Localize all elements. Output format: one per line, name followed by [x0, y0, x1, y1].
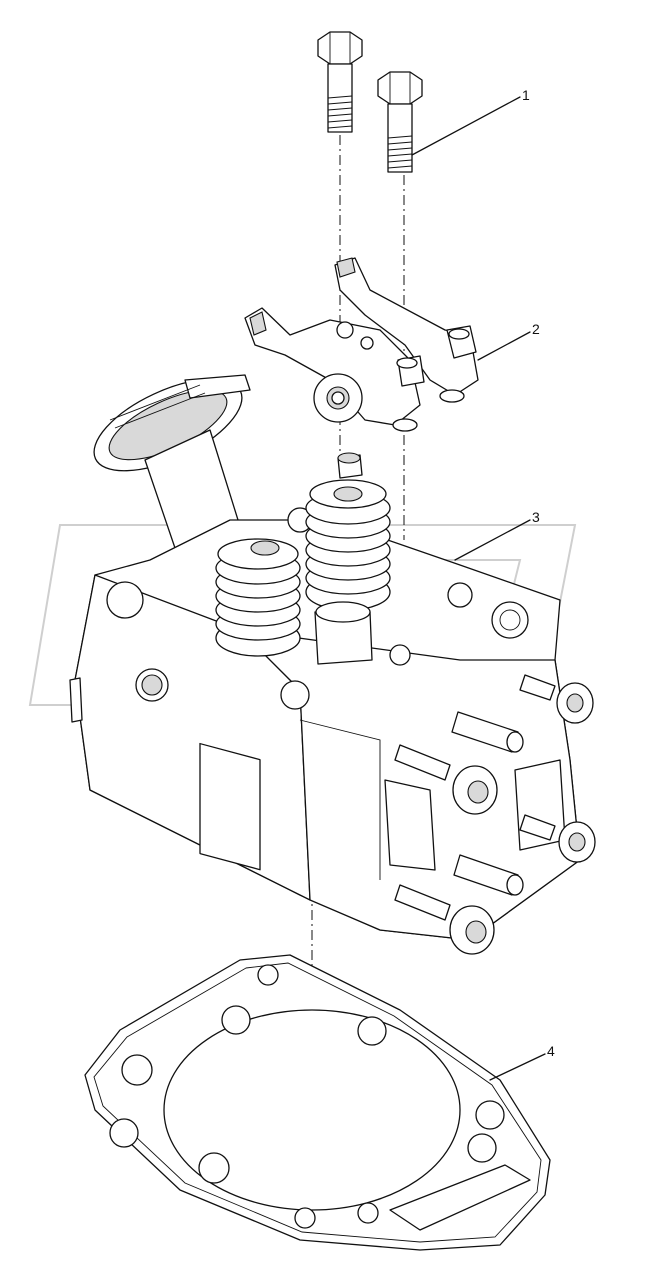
callout-1: 1: [522, 87, 530, 103]
stud-nut-4: [519, 814, 596, 863]
valve-spring-right: [305, 479, 391, 611]
callout-4: 4: [547, 1043, 555, 1059]
callout-3: 3: [532, 509, 540, 525]
cylinder-head-gasket: [84, 954, 551, 1251]
stud-nut-6: [394, 884, 495, 955]
leader-lines: [411, 96, 546, 1081]
valve-spring-left: [215, 538, 301, 657]
rocker-arm-assembly: [244, 257, 479, 432]
push-rod-tube: [314, 601, 373, 665]
stud-nut-1: [519, 674, 594, 724]
callout-2: 2: [532, 321, 540, 337]
stud-5: [453, 854, 524, 896]
bolt-right: [377, 71, 423, 173]
bolt-left: [317, 31, 363, 133]
stud-2: [451, 711, 524, 753]
valve-cap: [337, 452, 363, 479]
stud-nut-3: [394, 744, 498, 815]
